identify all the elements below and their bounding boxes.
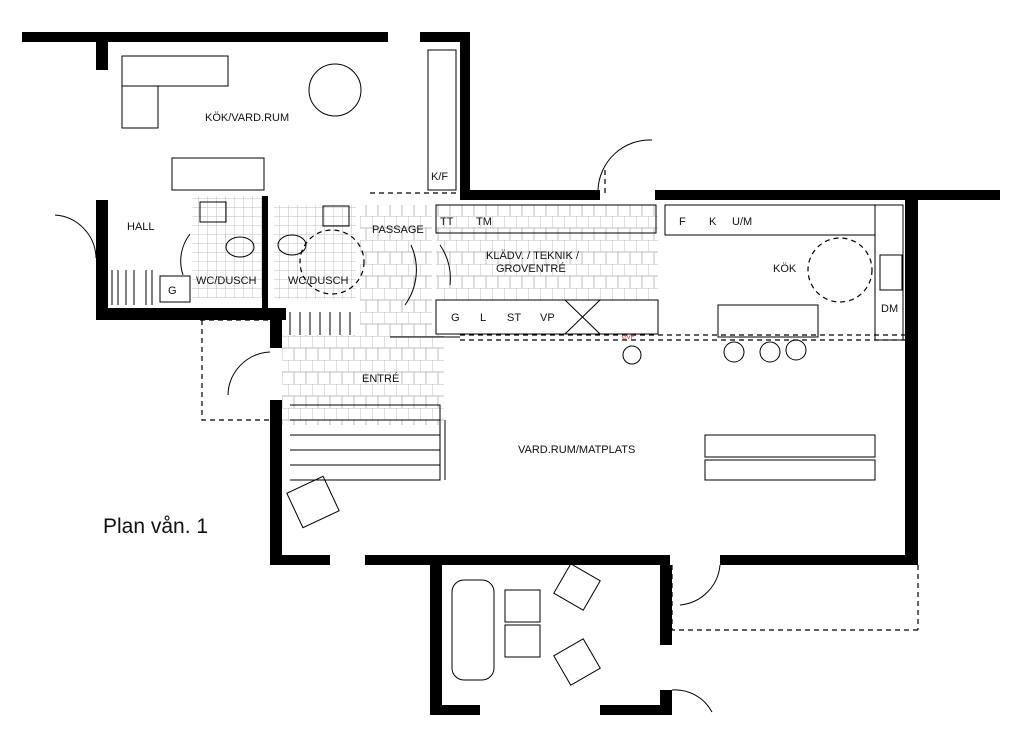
plan-title: Plan vån. 1	[103, 515, 208, 538]
cabinet-label: VP	[540, 312, 555, 324]
room-label: GROVENTRÉ	[496, 262, 566, 275]
walls	[22, 32, 1000, 715]
room-label: TT	[440, 216, 454, 228]
cabinet-label: DM	[881, 303, 898, 315]
floor-tiles	[192, 196, 658, 425]
cabinet-label: F	[679, 216, 686, 228]
room-label: KÖK	[773, 263, 797, 275]
cabinet-label: U/M	[732, 216, 752, 228]
cabinet-label: K	[709, 216, 717, 228]
room-labels: KÖK/VARD.RUM K/F HALL G WC/DUSCH WC/DUSC…	[103, 112, 898, 538]
interior-details	[54, 49, 919, 713]
room-label: ENTRÉ	[362, 372, 399, 385]
cabinet-label: ST	[507, 312, 521, 324]
room-label: VARD.RUM/MATPLATS	[518, 444, 635, 456]
room-label: WC/DUSCH	[288, 275, 349, 287]
cabinet-label: G	[451, 312, 460, 324]
room-label: WC/DUSCH	[196, 275, 257, 287]
room-label: PASSAGE	[372, 224, 424, 236]
room-label: G	[168, 285, 177, 297]
room-label: KLÄDV. / TEKNIK /	[486, 250, 580, 262]
gvf-label: GVF	[622, 335, 635, 341]
cabinet-label: L	[480, 312, 486, 324]
room-label: KÖK/VARD.RUM	[205, 112, 289, 124]
room-label: TM	[476, 216, 492, 228]
room-label: HALL	[127, 221, 155, 233]
room-label: K/F	[431, 171, 448, 183]
